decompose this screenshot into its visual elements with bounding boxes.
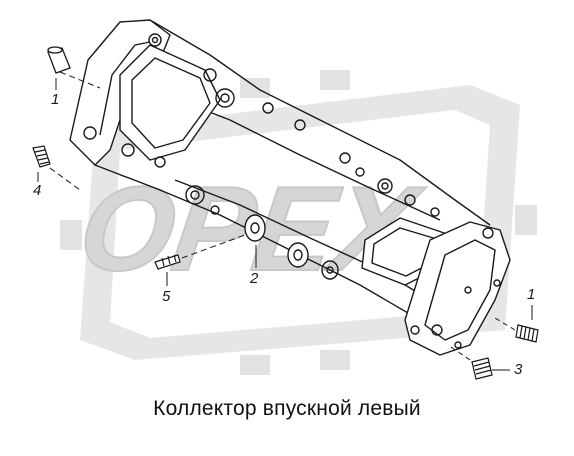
callout-part-5: 5 [162, 288, 171, 305]
part-1-right [515, 324, 539, 343]
leader-lines [37, 71, 533, 371]
callout-part-1-right: 1 [527, 286, 536, 303]
callout-part-1-top: 1 [51, 91, 60, 108]
part-4 [32, 145, 51, 168]
manifold-body [69, 19, 511, 356]
part-1-top [47, 46, 71, 74]
callout-part-2: 2 [250, 270, 259, 287]
part-5 [154, 254, 181, 270]
diagram-caption: Коллектор впускной левый [153, 397, 421, 420]
callout-part-4: 4 [33, 182, 42, 199]
part-3 [471, 357, 493, 380]
callout-part-3: 3 [514, 361, 523, 378]
